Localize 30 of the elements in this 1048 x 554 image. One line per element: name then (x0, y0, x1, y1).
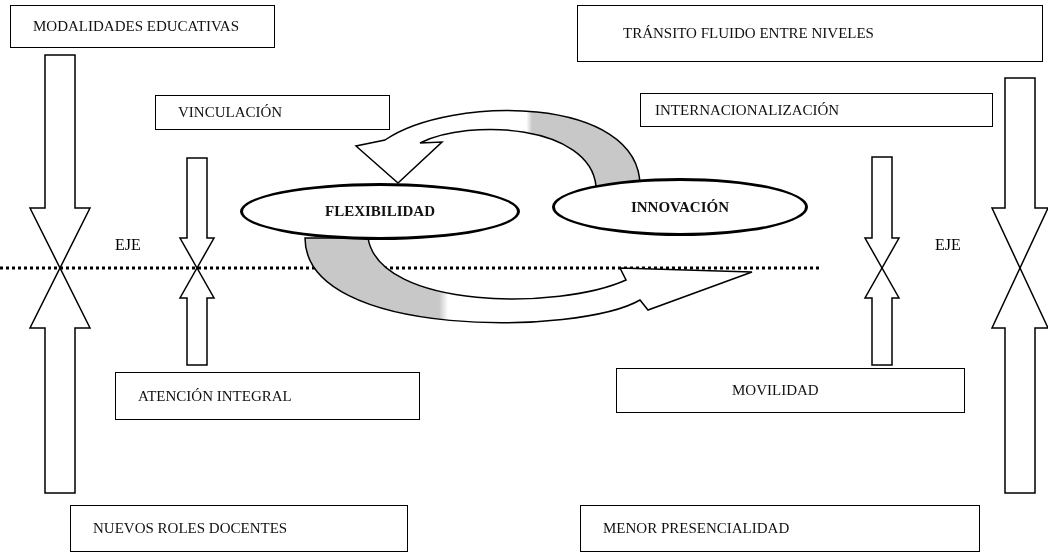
node-text: VINCULACIÓN (178, 104, 283, 121)
block-arrow (178, 266, 216, 366)
block-arrow (178, 157, 216, 270)
block-arrow (990, 266, 1048, 494)
text-box (70, 505, 408, 552)
node-text: ATENCIÓN INTEGRAL (138, 387, 292, 405)
node-text: NUEVOS ROLES DOCENTES (93, 520, 288, 537)
block-arrow (990, 77, 1048, 270)
text-box (640, 93, 993, 127)
block-arrow (863, 266, 901, 366)
node-text: INNOVACIÓN (630, 198, 730, 216)
text-box (580, 505, 980, 552)
curved-arrow (304, 237, 753, 324)
node-text: MOVILIDAD (732, 382, 819, 399)
text-box (115, 372, 420, 420)
block-arrow (28, 266, 92, 494)
block-arrow (863, 156, 901, 270)
block-arrow (28, 54, 92, 270)
node-text: FLEXIBILIDAD (325, 203, 435, 220)
text-box (10, 5, 275, 48)
node-text: MODALIDADES EDUCATIVAS (33, 18, 239, 35)
text-box (616, 368, 965, 413)
node-text: TRÁNSITO FLUIDO ENTRE NIVELES (623, 25, 874, 42)
curved-arrow (355, 109, 641, 187)
axis-label: EJE (935, 236, 961, 254)
axis-label: EJE (115, 236, 141, 254)
text-box (155, 95, 390, 130)
text-box (577, 5, 1043, 62)
node-text: INTERNACIONALIZACIÓN (655, 101, 840, 119)
node-text: MENOR PRESENCIALIDAD (603, 520, 790, 537)
